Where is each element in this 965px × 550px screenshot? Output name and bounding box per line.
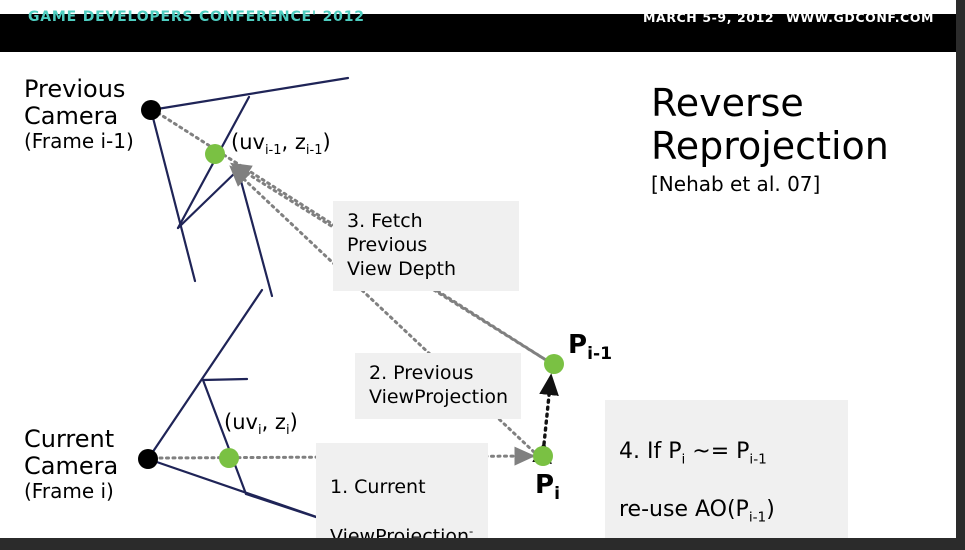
previous-camera-name: Previous Camera	[24, 75, 126, 130]
slide-right-border	[956, 0, 965, 550]
gdc-logo-text: GAME DEVELOPERS CONFERENCE' 2012	[28, 9, 365, 25]
step4-b: ~= P	[685, 438, 750, 464]
step4-sub1: i	[681, 451, 686, 468]
p-cur-sub: i	[554, 484, 560, 505]
callout-step-3: 3. Fetch Previous View Depth	[333, 201, 519, 291]
callout-step-2: 2. Previous ViewProjection	[355, 353, 521, 419]
uv-prev-open: (uv	[231, 130, 265, 154]
uv-cur-sub1: i	[257, 423, 262, 439]
p-previous-label: Pi-1	[568, 330, 612, 364]
uv-prev-sub2: i-1	[305, 143, 323, 159]
uv-cur-open: (uv	[224, 410, 258, 434]
step4-sub2: i-1	[749, 451, 767, 468]
gdc-header-bar	[0, 14, 956, 52]
previous-camera-label: Previous Camera (Frame i-1)	[24, 75, 134, 153]
p-previous-world-dot	[544, 354, 564, 374]
current-camera-name: Current Camera	[24, 425, 119, 480]
p-cur-main: P	[535, 470, 555, 500]
step4-a: 4. If P	[619, 438, 682, 464]
uv-prev-close: )	[322, 130, 331, 154]
current-camera-frustum	[146, 288, 339, 526]
uv-current-sample-dot	[219, 448, 239, 468]
slide-bottom-border	[0, 538, 965, 550]
current-camera-label: Current Camera (Frame i)	[24, 425, 119, 503]
p-current-world-dot	[533, 446, 553, 466]
slide-citation: [Nehab et al. 07]	[651, 172, 821, 196]
uv-cur-mid: , z	[261, 410, 286, 434]
edge-step4-compare-points	[532, 373, 559, 464]
callout-step-1-line1: 1. Current	[330, 475, 426, 498]
uv-prev-sub1: i-1	[264, 143, 282, 159]
uv-previous-sample-dot	[205, 144, 225, 164]
uv-cur-close: )	[289, 410, 298, 434]
uv-previous-label: (uvi-1, zi-1)	[231, 130, 331, 158]
edge-step2-previous-viewprojection	[229, 165, 536, 454]
slide-title: Reverse Reprojection	[651, 81, 889, 168]
uv-current-label: (uvi, zi)	[224, 410, 298, 438]
gdc-url-text: WWW.GDCONF.COM	[786, 10, 935, 25]
callout-step-4: 4. If Pi ~= Pi-1 re-use AO(Pi-1)	[605, 400, 848, 550]
current-camera-origin-dot	[138, 449, 158, 469]
callout-step-4-line2: re-use AO(Pi-1)	[619, 496, 834, 527]
step4-d: )	[766, 497, 775, 522]
callout-step-1: 1. Current ViewProjection-1	[316, 443, 488, 550]
p-prev-main: P	[568, 330, 588, 360]
callout-step-4-line1: 4. If Pi ~= Pi-1	[619, 438, 834, 469]
gdc-date-text: MARCH 5-9, 2012	[643, 10, 775, 25]
current-camera-frame: (Frame i)	[24, 478, 114, 503]
p-current-label: Pi	[535, 470, 560, 504]
step4-c: re-use AO(P	[619, 497, 749, 522]
p-prev-sub: i-1	[587, 344, 613, 365]
step4-sub3: i-1	[748, 509, 767, 526]
previous-camera-origin-dot	[141, 100, 161, 120]
previous-camera-frustum	[149, 76, 350, 298]
previous-camera-frame: (Frame i-1)	[24, 128, 134, 153]
uv-cur-sub2: i	[285, 423, 290, 439]
uv-prev-mid: , z	[281, 130, 306, 154]
